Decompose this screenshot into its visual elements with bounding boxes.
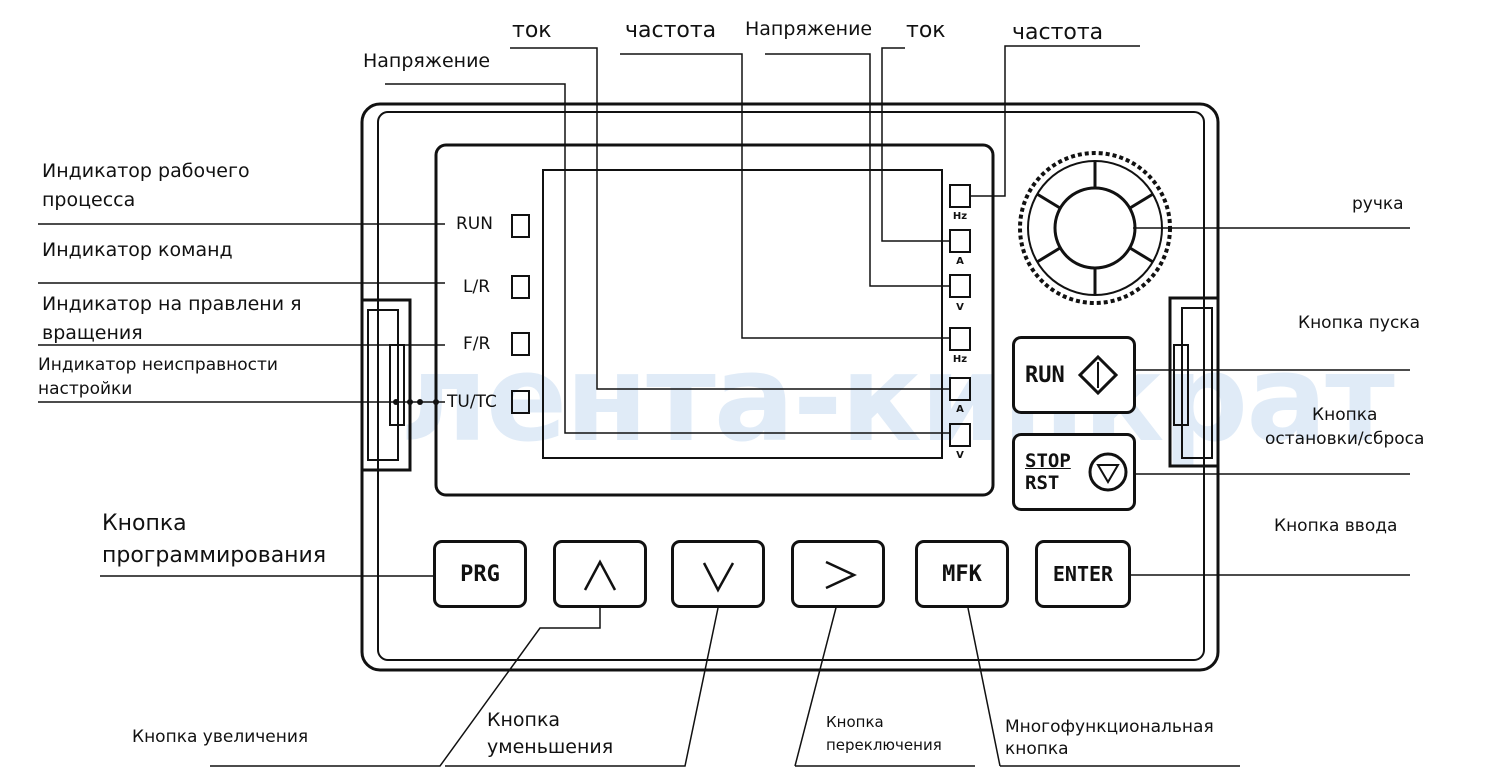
down-button[interactable]	[671, 540, 765, 608]
label-multifunction-button: Многофункциональная кнопка	[1005, 717, 1214, 759]
label-voltage-right: Напряжение	[745, 18, 873, 40]
unit-v-2: V	[956, 450, 964, 461]
left-clip	[362, 298, 412, 472]
label-shift-button: Кнопка переключения	[826, 713, 942, 754]
label-command-indicator: Индикатор команд	[42, 239, 233, 261]
indicator-tutc: TU/TC	[447, 392, 497, 412]
label-voltage-left: Напряжение	[363, 50, 491, 72]
label-fault-indicator: Индикатор неисправности настройки	[38, 355, 278, 399]
label-frequency-right: частота	[1012, 20, 1104, 45]
label-increase-button: Кнопка увеличения	[132, 727, 309, 747]
unit-v-1: V	[956, 302, 964, 313]
leader-lines	[38, 45, 1410, 767]
stop-label: STOP	[1025, 450, 1071, 472]
shift-button[interactable]	[791, 540, 885, 608]
stop-reset-button[interactable]: STOP RST	[1012, 433, 1136, 511]
run-button[interactable]: RUN	[1012, 336, 1136, 414]
unit-hz-2: Hz	[952, 354, 968, 365]
indicator-fr: F/R	[463, 334, 491, 354]
label-decrease-button: Кнопка уменьшения	[487, 709, 614, 758]
run-button-label: RUN	[1025, 362, 1065, 388]
unit-a-2: A	[956, 404, 964, 415]
up-button[interactable]	[553, 540, 647, 608]
right-clip	[1168, 296, 1218, 468]
label-current-left: ток	[512, 18, 552, 43]
label-enter-button: Кнопка ввода	[1274, 516, 1398, 536]
indicator-lr: L/R	[463, 277, 491, 297]
panel-outline	[360, 102, 1220, 672]
indicator-run: RUN	[456, 214, 493, 234]
mfk-button[interactable]: MFK	[915, 540, 1009, 608]
rst-label: RST	[1025, 472, 1060, 494]
prg-button[interactable]: PRG	[433, 540, 527, 608]
display-bezel	[434, 143, 995, 497]
unit-hz-1: Hz	[952, 211, 968, 222]
unit-a-1: A	[956, 256, 964, 267]
watermark: лента-кипкрат	[400, 330, 1395, 469]
label-frequency-left: частота	[625, 18, 717, 43]
label-current-right: ток	[906, 18, 946, 43]
enter-button[interactable]: ENTER	[1035, 540, 1131, 608]
label-direction-indicator: Индикатор на правлени я вращения	[42, 293, 302, 344]
label-work-process-indicator: Индикатор рабочего процесса	[42, 160, 250, 211]
label-knob: ручка	[1352, 194, 1404, 214]
label-start-button: Кнопка пуска	[1298, 313, 1420, 333]
label-program-button: Кнопка программирования	[102, 511, 327, 568]
label-stop-reset-button: Кнопка остановки/сброса	[1265, 405, 1425, 449]
